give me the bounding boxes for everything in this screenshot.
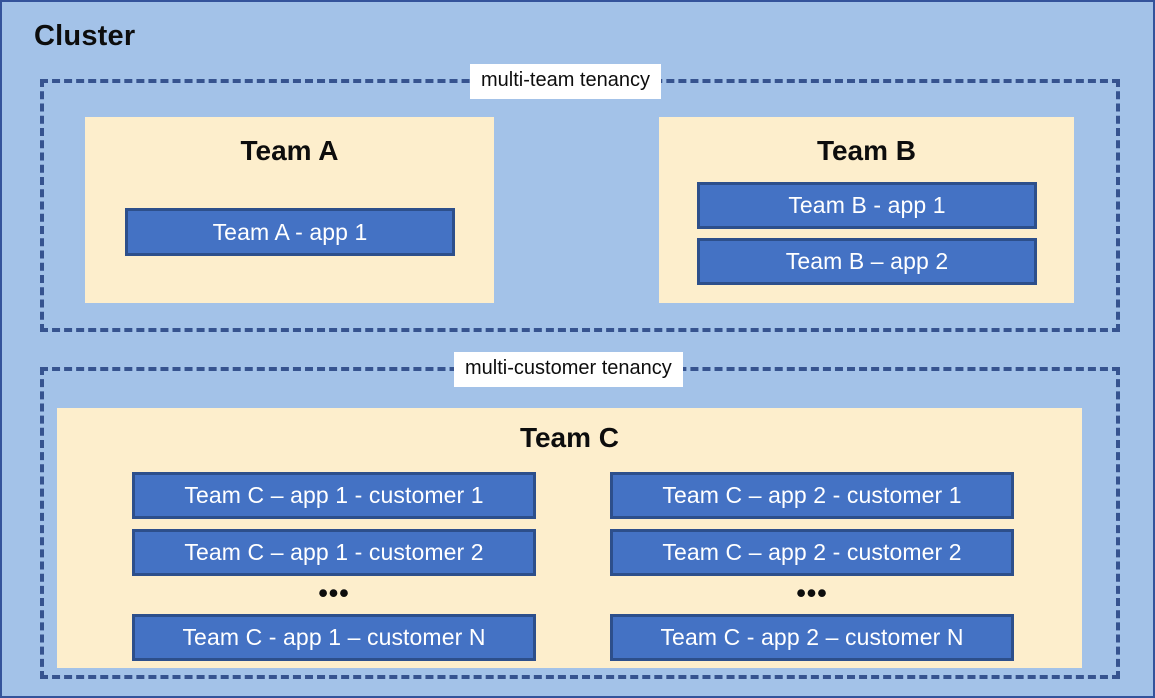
team-box-team-c: Team C Team C – app 1 - customer 1 Team … <box>57 408 1082 668</box>
app-box-team-c-app-2-customer-n[interactable]: Team C - app 2 – customer N <box>610 614 1014 661</box>
tenancy-label-multi-customer: multi-customer tenancy <box>454 352 683 387</box>
team-c-title: Team C <box>519 422 620 453</box>
app-box-team-a-app-1[interactable]: Team A - app 1 <box>125 208 455 256</box>
app-box-team-c-app-1-customer-n[interactable]: Team C - app 1 – customer N <box>132 614 536 661</box>
team-box-team-b: Team B Team B - app 1 Team B – app 2 <box>659 117 1074 303</box>
team-b-title: Team B <box>816 135 917 166</box>
team-box-team-a: Team A Team A - app 1 <box>85 117 494 303</box>
ellipsis-team-c-app-2: ••• <box>796 578 828 608</box>
app-box-team-c-app-1-customer-2[interactable]: Team C – app 1 - customer 2 <box>132 529 536 576</box>
app-box-team-c-app-2-customer-1[interactable]: Team C – app 2 - customer 1 <box>610 472 1014 519</box>
app-box-team-c-app-1-customer-1[interactable]: Team C – app 1 - customer 1 <box>132 472 536 519</box>
app-box-team-b-app-2[interactable]: Team B – app 2 <box>697 238 1037 285</box>
team-a-title: Team A <box>240 135 339 166</box>
ellipsis-team-c-app-1: ••• <box>318 578 350 608</box>
tenancy-label-multi-team: multi-team tenancy <box>470 64 661 99</box>
app-box-team-b-app-1[interactable]: Team B - app 1 <box>697 182 1037 229</box>
cluster-title: Cluster <box>34 20 136 52</box>
app-box-team-c-app-2-customer-2[interactable]: Team C – app 2 - customer 2 <box>610 529 1014 576</box>
